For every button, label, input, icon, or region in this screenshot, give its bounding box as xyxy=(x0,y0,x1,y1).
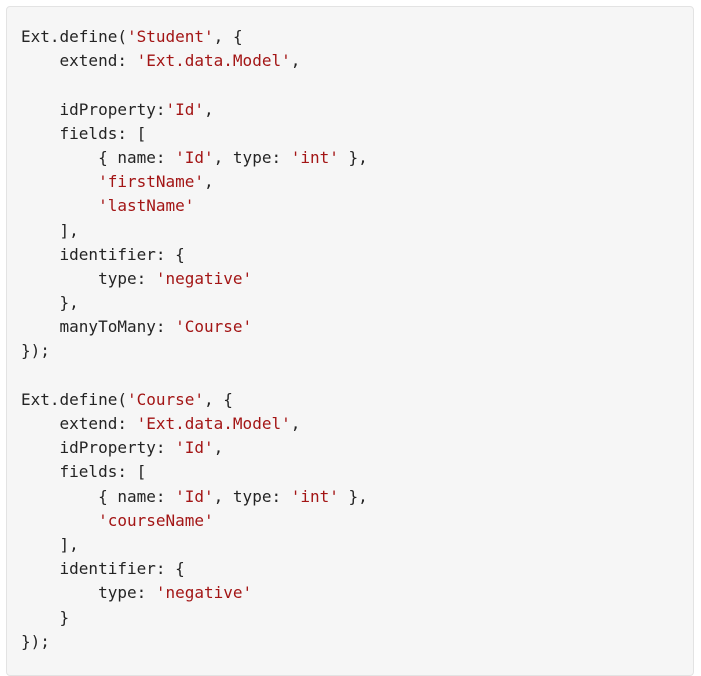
code-line: }); xyxy=(21,630,368,654)
code-line: }, xyxy=(21,291,368,315)
string-literal-token: 'Id' xyxy=(175,486,214,506)
code-token: Ext.define( xyxy=(21,389,127,409)
code-token xyxy=(21,511,98,530)
string-literal-token: 'Course' xyxy=(126,389,205,409)
code-line: type: 'negative' xyxy=(21,581,368,605)
code-token: extend: xyxy=(21,51,137,71)
code-token: }, xyxy=(338,486,368,506)
code-line: fields: [ xyxy=(21,122,368,146)
code-line: identifier: { xyxy=(21,243,368,267)
code-token: identifier: { xyxy=(21,244,185,264)
code-token: }); xyxy=(21,341,50,361)
code-token: , xyxy=(290,51,301,71)
code-token: extend: xyxy=(21,414,137,433)
code-token: }, xyxy=(21,293,79,313)
code-token: idProperty: xyxy=(21,438,176,458)
code-token: , xyxy=(290,414,301,433)
code-line: type: 'negative' xyxy=(21,267,368,291)
string-literal-token: 'Course' xyxy=(175,317,253,337)
code-token: }, xyxy=(338,147,368,167)
code-line: 'lastName' xyxy=(21,194,368,218)
code-line: identifier: { xyxy=(21,557,368,581)
code-line: extend: 'Ext.data.Model', xyxy=(21,412,368,436)
code-token: manyToMany: xyxy=(21,317,176,337)
code-line: idProperty:'Id', xyxy=(21,98,368,122)
code-token: type: xyxy=(21,268,156,288)
code-line xyxy=(21,73,368,97)
code-block-panel: Ext.define('Student', { extend: 'Ext.dat… xyxy=(6,6,694,676)
string-literal-token: 'int' xyxy=(290,147,339,167)
string-literal-token: 'Id' xyxy=(165,99,205,119)
code-token: { name: xyxy=(21,147,176,167)
code-token: , type: xyxy=(213,147,291,167)
code-token: , xyxy=(213,438,224,458)
string-literal-token: 'Student' xyxy=(126,27,214,46)
code-token: idProperty: xyxy=(21,99,166,119)
code-block[interactable]: Ext.define('Student', { extend: 'Ext.dat… xyxy=(21,25,368,654)
code-token: { name: xyxy=(21,486,176,506)
string-literal-token: 'Id' xyxy=(175,147,214,167)
code-token: type: xyxy=(21,583,156,603)
code-token: Ext.define( xyxy=(21,27,127,46)
code-token: ], xyxy=(21,220,79,240)
code-line: idProperty: 'Id', xyxy=(21,436,368,460)
code-token: , type: xyxy=(213,486,291,506)
code-token xyxy=(21,172,98,191)
code-token: , { xyxy=(213,27,243,46)
code-token: identifier: { xyxy=(21,559,185,579)
string-literal-token: 'Ext.data.Model' xyxy=(136,414,291,433)
code-token: fields: [ xyxy=(21,123,147,143)
code-line: } xyxy=(21,606,368,630)
code-line: manyToMany: 'Course' xyxy=(21,315,368,339)
code-line: }); xyxy=(21,339,368,363)
string-literal-token: 'Id' xyxy=(175,438,214,458)
code-token: , { xyxy=(204,389,233,409)
code-line: 'courseName' xyxy=(21,509,368,533)
string-literal-token: 'lastName' xyxy=(98,196,195,216)
code-token: , xyxy=(204,99,214,119)
code-line: { name: 'Id', type: 'int' }, xyxy=(21,485,368,509)
string-literal-token: 'int' xyxy=(290,486,339,506)
code-line: ], xyxy=(21,219,368,243)
code-line: { name: 'Id', type: 'int' }, xyxy=(21,146,368,170)
code-line: fields: [ xyxy=(21,460,368,484)
code-line: Ext.define('Course', { xyxy=(21,388,368,412)
code-token: , xyxy=(204,172,214,192)
string-literal-token: 'negative' xyxy=(155,268,253,288)
string-literal-token: 'courseName' xyxy=(98,510,214,530)
code-line: ], xyxy=(21,533,368,557)
code-line: Ext.define('Student', { xyxy=(21,25,368,49)
code-line: 'firstName', xyxy=(21,170,368,194)
string-literal-token: 'Ext.data.Model' xyxy=(136,51,291,71)
string-literal-token: 'negative' xyxy=(155,583,253,603)
string-literal-token: 'firstName' xyxy=(98,172,205,192)
code-token: } xyxy=(21,607,70,627)
code-token xyxy=(21,196,98,215)
code-token: fields: [ xyxy=(21,462,147,482)
code-token: }); xyxy=(21,631,50,651)
code-line xyxy=(21,364,368,388)
code-token: ], xyxy=(21,534,79,554)
code-line: extend: 'Ext.data.Model', xyxy=(21,49,368,73)
